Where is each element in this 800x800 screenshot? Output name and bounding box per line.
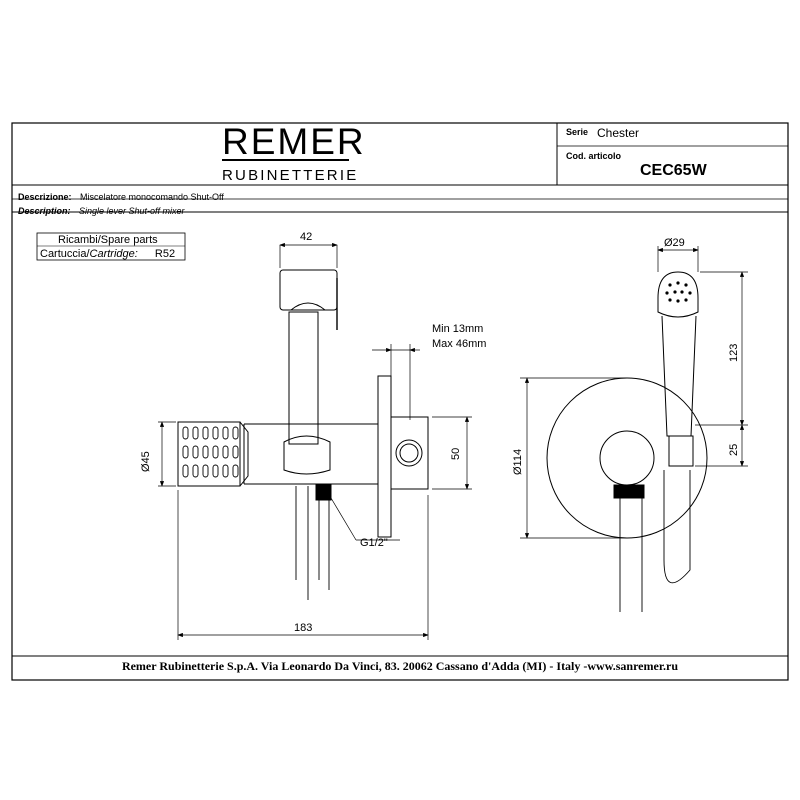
shower-holes — [665, 281, 692, 303]
dim-height-123: 123 — [728, 343, 740, 362]
sheet-frame — [11, 122, 789, 681]
shower-handle — [288, 311, 319, 445]
serie-label: Serie — [566, 127, 589, 137]
description-en-row: Description: Single lever Shut-off mixer — [18, 201, 185, 219]
front-dimensions — [520, 246, 748, 539]
dim-width-top: 42 — [300, 231, 313, 243]
front-view — [546, 271, 708, 612]
shower-body-front — [661, 315, 697, 437]
dim-height-body: 50 — [450, 447, 462, 460]
description-en-value: Single lever Shut-off mixer — [78, 206, 185, 216]
side-view — [177, 269, 429, 600]
dim-height-25: 25 — [728, 443, 740, 456]
code-label: Cod. articolo — [566, 151, 622, 161]
cartridge-label-it: Cartuccia/ — [40, 248, 90, 260]
footer-address: Remer Rubinetterie S.p.A. Via Leonardo D… — [121, 659, 679, 673]
lever-front — [599, 430, 655, 486]
dim-depth-max: Max 46mm — [432, 338, 487, 350]
side-dimensions — [158, 242, 472, 640]
serie-value: Chester — [597, 126, 640, 140]
thread-front — [613, 484, 645, 499]
spare-parts-title: Ricambi/Spare parts — [58, 234, 158, 246]
cartridge-row: Cartuccia/Cartridge: R52 — [40, 248, 175, 260]
connector-box — [390, 416, 429, 490]
shower-head — [657, 271, 699, 318]
description-it-label: Descrizione: — [18, 192, 72, 202]
holder-front — [668, 435, 694, 467]
lever-knob — [177, 421, 241, 487]
cartridge-label-en: Cartridge: — [89, 248, 138, 260]
thread-black — [315, 483, 332, 501]
dim-diameter-head: Ø29 — [664, 237, 685, 249]
knob-ribs — [182, 426, 239, 478]
description-it-row: Descrizione: Miscelatore monocomando Shu… — [18, 187, 224, 205]
brand-subtitle: RUBINETTERIE — [222, 167, 359, 184]
brand-logo: REMER — [222, 121, 366, 162]
cartridge-value: R52 — [154, 248, 176, 260]
dim-diameter-plate: Ø114 — [512, 448, 524, 475]
dim-thread: G1/2" — [360, 537, 388, 549]
dim-total-length: 183 — [294, 622, 313, 634]
wall-plate-front — [546, 377, 708, 539]
description-it-value: Miscelatore monocomando Shut-Off — [79, 192, 224, 202]
wall-plate-side — [377, 375, 392, 538]
spare-parts-box — [36, 232, 186, 261]
dim-depth-min: Min 13mm — [432, 323, 484, 335]
hose-connector — [283, 435, 331, 475]
holder-block — [279, 269, 338, 311]
dim-diameter-handle: Ø45 — [140, 451, 152, 472]
code-value: CEC65W — [640, 162, 707, 179]
description-en-label: Description: — [18, 206, 71, 216]
